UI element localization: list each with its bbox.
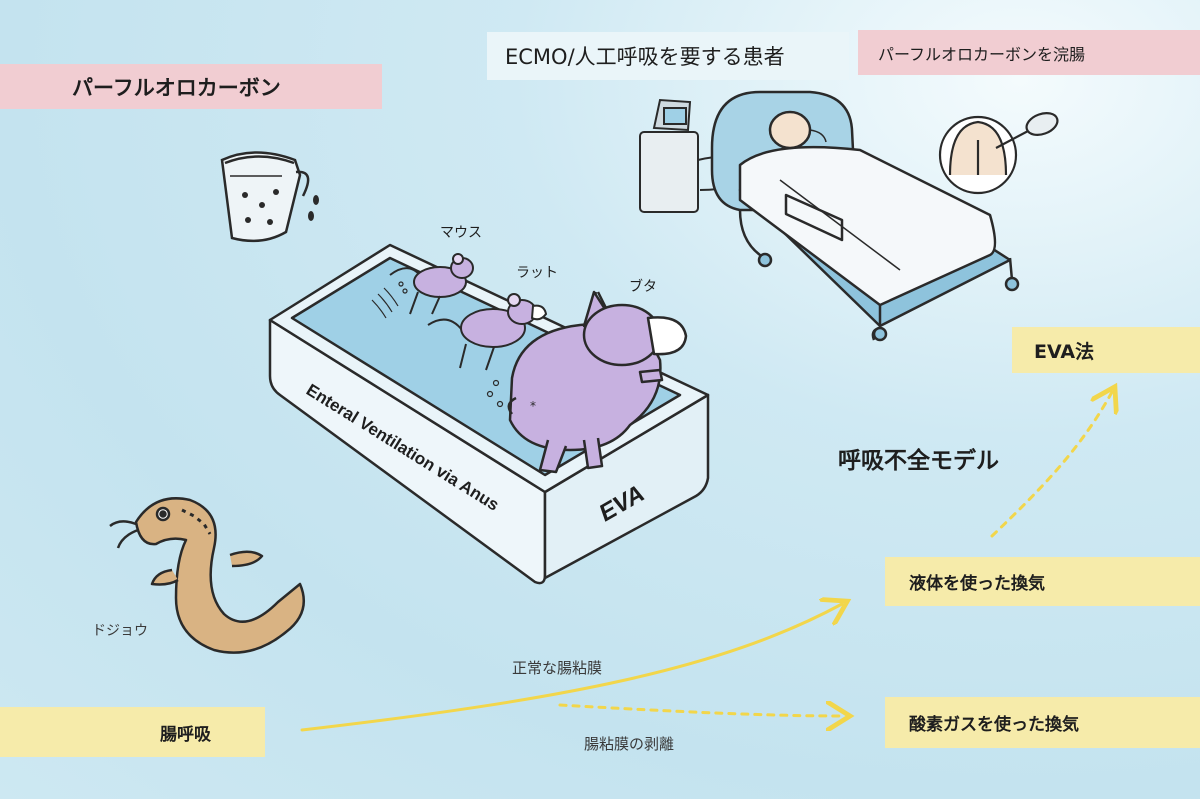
mouse-icon [389, 253, 474, 315]
liquid-ventilation-label-box: 液体を使った換気 [885, 557, 1200, 606]
arrow-eva [990, 392, 1112, 538]
enema-inset-icon [938, 112, 1059, 195]
beaker-icon [220, 151, 319, 243]
water-splash-marks [371, 287, 399, 319]
arrow-mucosa-removed [558, 705, 844, 716]
loach-label: ドジョウ [92, 623, 148, 639]
ecmo-patient-label-box: ECMO/人工呼吸を要する患者 [487, 32, 849, 80]
mouse-label: マウス [440, 225, 482, 241]
oxygen-gas-ventilation-label-box: 酸素ガスを使った換気 [885, 697, 1200, 748]
mucosa-removed-label: 腸粘膜の剥離 [584, 735, 675, 753]
intestinal-respiration-label: 腸呼吸 [160, 724, 211, 745]
pig-icon: * [507, 290, 688, 474]
rat-icon [427, 293, 548, 408]
pig-label: ブタ [629, 279, 657, 295]
pfc-enema-label: パーフルオロカーボンを浣腸 [878, 44, 1086, 64]
respiratory-failure-model-label: 呼吸不全モデル [838, 448, 999, 474]
loach-icon [109, 497, 305, 654]
liquid-ventilation-label: 液体を使った換気 [909, 574, 1045, 594]
svg-text:*: * [530, 399, 536, 413]
flow-arrows [300, 392, 1112, 732]
normal-mucosa-label: 正常な腸粘膜 [512, 659, 603, 677]
perfluorocarbon-label: パーフルオロカーボン [72, 75, 281, 100]
rat-label: ラット [516, 265, 558, 281]
pfc-enema-label-box: パーフルオロカーボンを浣腸 [858, 30, 1200, 75]
oxygen-gas-ventilation-label: 酸素ガスを使った換気 [909, 715, 1079, 735]
eva-method-label-box: EVA法 [1012, 327, 1200, 373]
perfluorocarbon-label-box: パーフルオロカーボン [0, 64, 382, 109]
intestinal-respiration-label-box: 腸呼吸 [0, 707, 265, 757]
arrow-normal-mucosa [300, 604, 842, 732]
hospital-bed-icon [710, 90, 1020, 342]
ecmo-patient-label: ECMO/人工呼吸を要する患者 [505, 45, 785, 69]
eva-method-label: EVA法 [1034, 340, 1095, 363]
